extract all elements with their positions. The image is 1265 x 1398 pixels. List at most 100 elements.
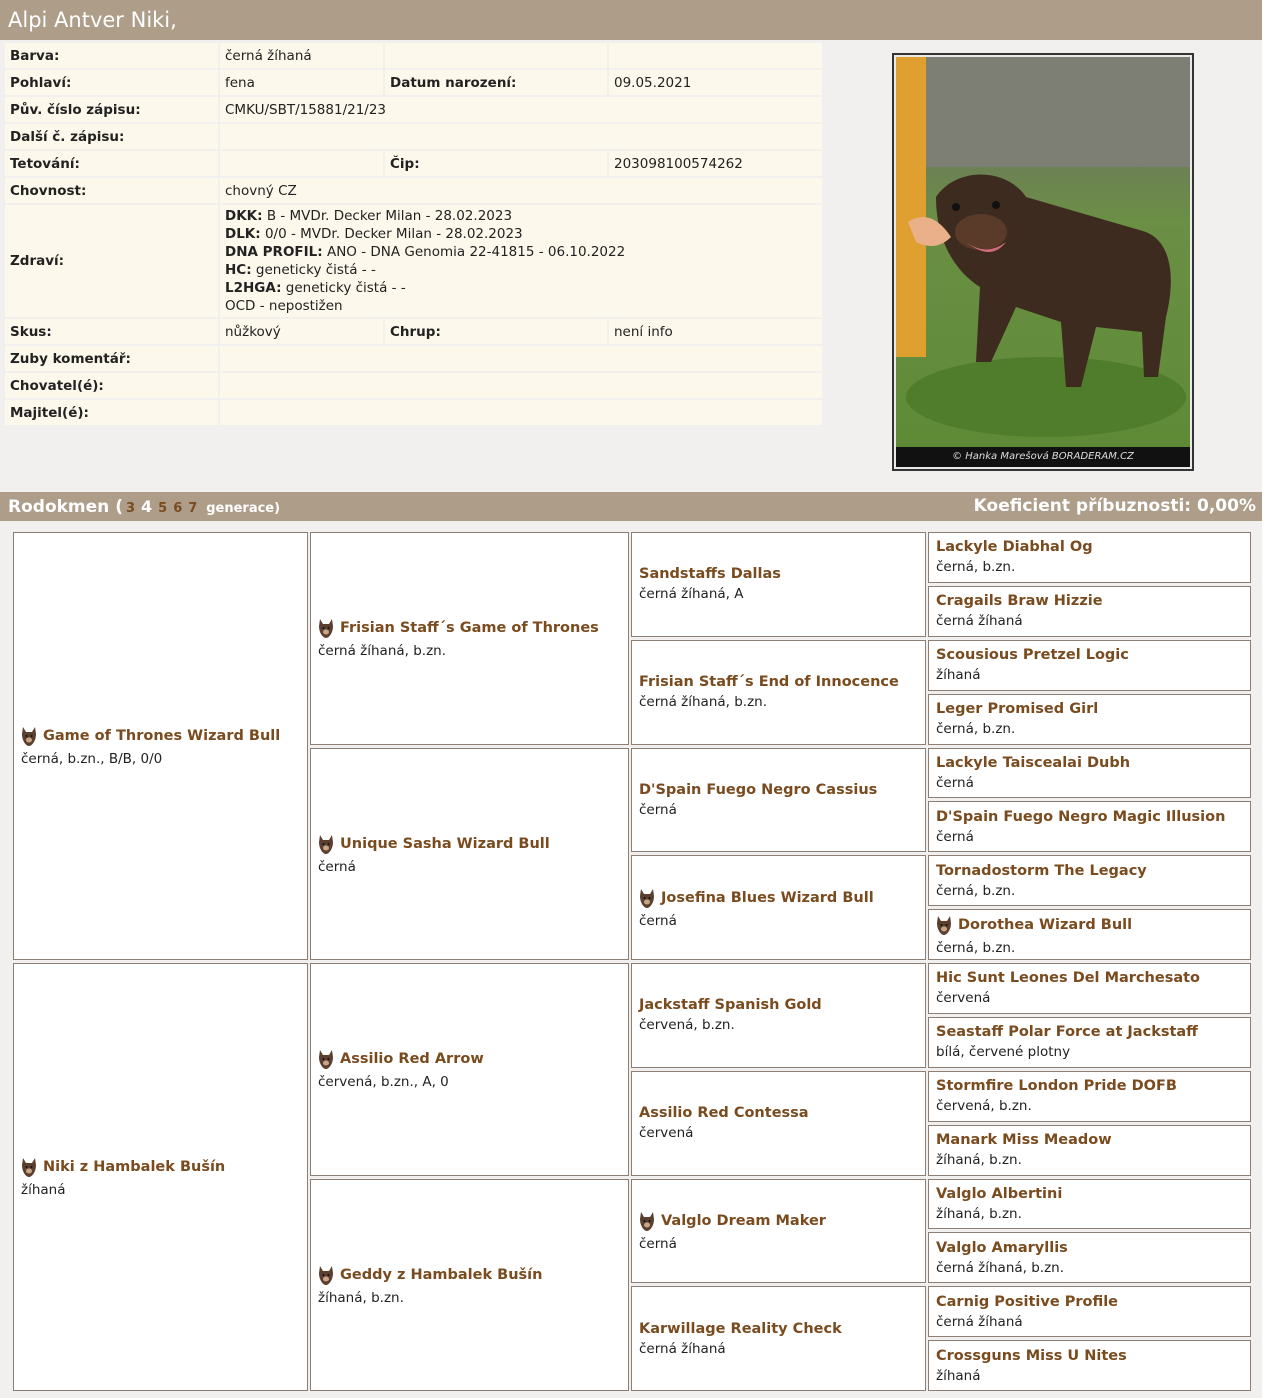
dog-name[interactable]: Leger Promised Girl (936, 701, 1099, 718)
page-title: Alpi Antver Niki, (0, 0, 1262, 40)
dog-description: bílá, červené plotny (936, 1044, 1071, 1061)
dog-name-link[interactable]: Dorothea Wizard Bull (936, 914, 1243, 936)
value-majitel (220, 400, 822, 425)
dog-name[interactable]: Manark Miss Meadow (936, 1132, 1112, 1149)
dog-name-link[interactable]: Game of Thrones Wizard Bull (21, 725, 300, 747)
generation-link-3[interactable]: 3 (125, 501, 136, 516)
row-zuby: Zuby komentář: (5, 346, 822, 371)
dog-name[interactable]: D'Spain Fuego Negro Magic Illusion (936, 808, 1226, 825)
dog-name[interactable]: D'Spain Fuego Negro Cassius (639, 781, 878, 798)
dog-photo[interactable]: © Hanka Marešová BORADERAM.CZ (892, 53, 1194, 471)
dog-name[interactable]: Hic Sunt Leones Del Marchesato (936, 970, 1201, 987)
dog-name[interactable]: Crossguns Miss U Nites (936, 1347, 1127, 1364)
dog-name-link[interactable]: Crossguns Miss U Nites (936, 1348, 1243, 1364)
dog-name[interactable]: Unique Sasha Wizard Bull (340, 835, 550, 852)
dog-description: černá, b.zn. (936, 939, 1016, 956)
row-pohlavi: Pohlaví: fena Datum narození: 09.05.2021 (5, 70, 822, 95)
dog-name-link[interactable]: Geddy z Hambalek Bušín (318, 1264, 621, 1286)
dog-name[interactable]: Tornadostorm The Legacy (936, 862, 1147, 879)
dog-name[interactable]: Geddy z Hambalek Bušín (340, 1266, 543, 1283)
dog-description: červená (639, 1125, 694, 1142)
dog-name-link[interactable]: Unique Sasha Wizard Bull (318, 833, 621, 855)
dog-name-link[interactable]: Lackyle Diabhal Og (936, 539, 1243, 555)
label-chovnost: Chovnost: (5, 178, 218, 203)
dog-name[interactable]: Carnig Positive Profile (936, 1293, 1119, 1310)
dog-name[interactable]: Dorothea Wizard Bull (958, 916, 1133, 933)
dog-name-link[interactable]: D'Spain Fuego Negro Cassius (639, 782, 918, 798)
dog-name[interactable]: Karwillage Reality Check (639, 1320, 842, 1337)
dog-name-link[interactable]: Carnig Positive Profile (936, 1294, 1243, 1310)
dog-name-link[interactable]: Tornadostorm The Legacy (936, 863, 1243, 879)
dog-description: černá žíhaná, A (639, 586, 744, 603)
dog-name[interactable]: Valglo Amaryllis (936, 1239, 1068, 1256)
dog-head-icon (22, 727, 36, 746)
dog-name[interactable]: Assilio Red Arrow (340, 1051, 484, 1068)
dog-illustration (896, 57, 1190, 437)
dog-name[interactable]: Jackstaff Spanish Gold (639, 997, 822, 1014)
dog-name[interactable]: Niki z Hambalek Bušín (43, 1159, 226, 1175)
dog-name-link[interactable]: Scousious Pretzel Logic (936, 647, 1243, 663)
dog-name[interactable]: Assilio Red Contessa (639, 1105, 809, 1122)
dog-name[interactable]: Stormfire London Pride DOFB (936, 1078, 1177, 1095)
generation-link-7[interactable]: 7 (188, 501, 198, 516)
generations-label: generace) (206, 501, 281, 516)
dog-name-link[interactable]: Sandstaffs Dallas (639, 566, 918, 582)
dog-name-link[interactable]: Seastaff Polar Force at Jackstaff (936, 1024, 1243, 1040)
dog-name[interactable]: Frisian Staff´s Game of Thrones (340, 620, 599, 637)
dog-name-link[interactable]: Cragails Braw Hizzie (936, 593, 1243, 609)
dog-name[interactable]: Valglo Dream Maker (661, 1212, 826, 1229)
dog-name-link[interactable]: Jackstaff Spanish Gold (639, 997, 918, 1013)
dog-name[interactable]: Sandstaffs Dallas (639, 566, 781, 583)
row-zdravi: Zdraví: DKK: B - MVDr. Decker Milan - 28… (5, 205, 822, 317)
dog-name-link[interactable]: Stormfire London Pride DOFB (936, 1078, 1243, 1094)
dog-name[interactable]: Lackyle Taiscealai Dubh (936, 754, 1131, 771)
label-cip: Čip: (385, 151, 607, 176)
dog-description: žíhaná (936, 1367, 981, 1384)
value-tetovani (220, 151, 383, 176)
dog-name-link[interactable]: Valglo Amaryllis (936, 1240, 1243, 1256)
generation-link-5[interactable]: 5 (158, 501, 168, 516)
dog-name[interactable]: Game of Thrones Wizard Bull (43, 728, 281, 744)
dog-name[interactable]: Seastaff Polar Force at Jackstaff (936, 1024, 1198, 1041)
dog-name-link[interactable]: Valglo Albertini (936, 1186, 1243, 1202)
dog-name[interactable]: Valglo Albertini (936, 1185, 1063, 1202)
generation-link-4[interactable]: 4 (141, 497, 153, 516)
label-chrup: Chrup: (385, 319, 607, 344)
dog-name-link[interactable]: Assilio Red Arrow (318, 1048, 621, 1070)
dog-name-link[interactable]: Frisian Staff´s End of Innocence (639, 674, 918, 690)
dog-name[interactable]: Frisian Staff´s End of Innocence (639, 674, 899, 691)
dog-name-link[interactable]: D'Spain Fuego Negro Magic Illusion (936, 809, 1243, 825)
dog-name-link[interactable]: Leger Promised Girl (936, 701, 1243, 717)
dog-name-link[interactable]: Niki z Hambalek Bušín (21, 1156, 300, 1178)
dog-name[interactable]: Cragails Braw Hizzie (936, 593, 1103, 610)
generation-link-6[interactable]: 6 (173, 501, 183, 516)
dog-description: černá (639, 1235, 677, 1252)
dog-name-link[interactable]: Karwillage Reality Check (639, 1321, 918, 1337)
dog-name-link[interactable]: Valglo Dream Maker (639, 1210, 918, 1232)
value-cip: 203098100574262 (609, 151, 822, 176)
dog-description: černá, b.zn. (936, 721, 1016, 738)
dog-name[interactable]: Scousious Pretzel Logic (936, 647, 1129, 664)
dog-name-link[interactable]: Frisian Staff´s Game of Thrones (318, 617, 621, 639)
dog-description: černá žíhaná, b.zn. (936, 1259, 1065, 1276)
dog-name-link[interactable]: Assilio Red Contessa (639, 1105, 918, 1121)
health-l2hga: L2HGA: geneticky čistá - - (225, 280, 406, 296)
dog-name-link[interactable]: Josefina Blues Wizard Bull (639, 887, 918, 909)
dog-name-link[interactable]: Manark Miss Meadow (936, 1132, 1243, 1148)
dog-name-link[interactable]: Lackyle Taiscealai Dubh (936, 755, 1243, 771)
dog-name[interactable]: Lackyle Diabhal Og (936, 539, 1093, 556)
dog-head-icon (640, 888, 654, 908)
pedigree-cell-g4: Valglo Amaryllis černá žíhaná, b.zn. (928, 1232, 1251, 1284)
pedigree-cell-g4: Leger Promised Girl černá, b.zn. (928, 693, 1251, 745)
dog-name[interactable]: Josefina Blues Wizard Bull (661, 889, 874, 906)
dog-name-link[interactable]: Hic Sunt Leones Del Marchesato (936, 970, 1243, 986)
